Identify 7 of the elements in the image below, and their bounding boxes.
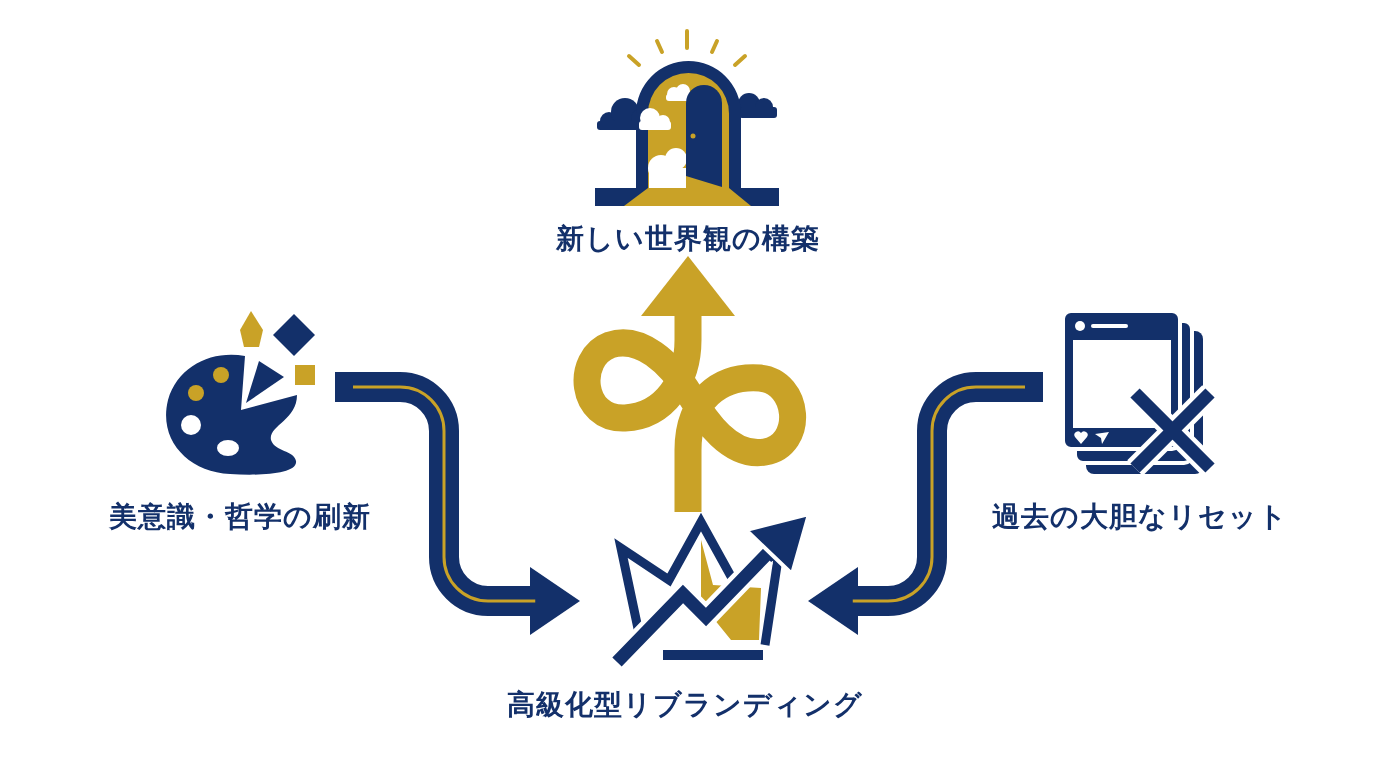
node-label: 新しい世界観の構築 <box>556 222 820 256</box>
arrow <box>335 372 580 635</box>
node-label: 過去の大胆なリセット <box>992 500 1288 534</box>
node-label: 高級化型リブランディング <box>507 688 863 722</box>
node-label: 美意識・哲学の刷新 <box>109 500 371 534</box>
ribbon-arrow <box>573 256 806 512</box>
arrow <box>808 372 1043 635</box>
